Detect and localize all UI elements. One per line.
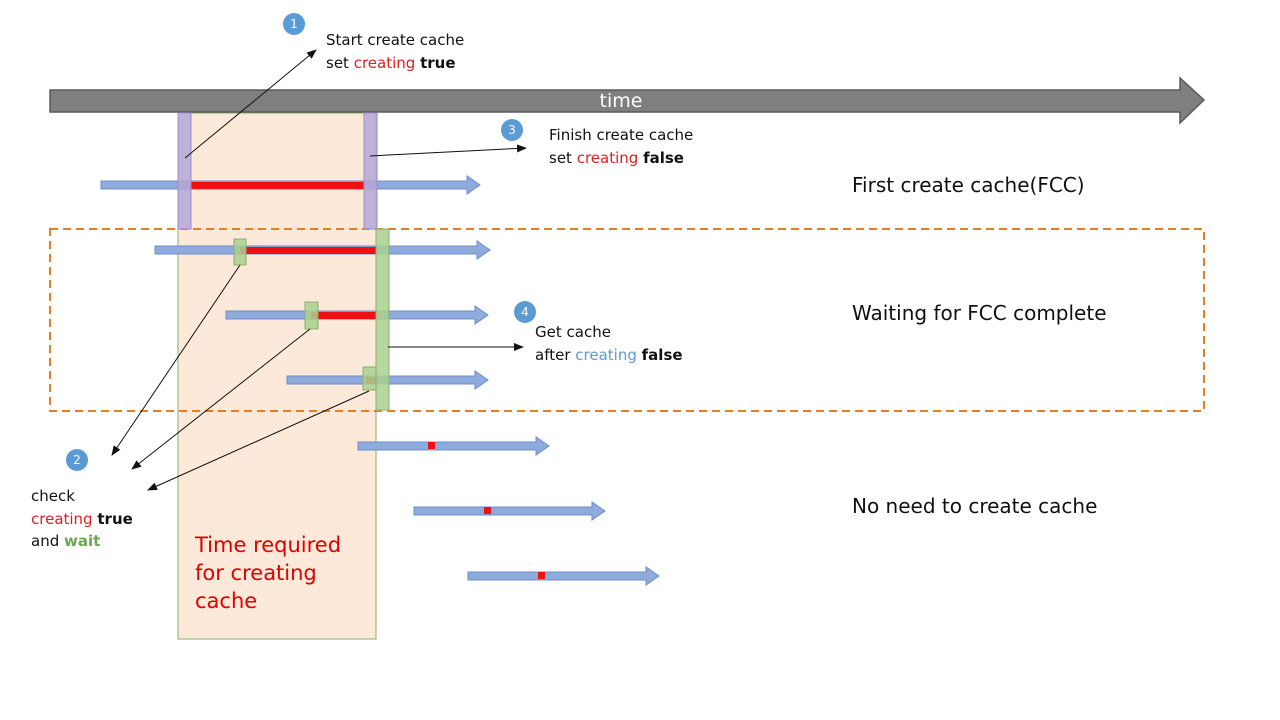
label-first-create-cache: First create cache(FCC) <box>852 173 1085 197</box>
svg-text:Get cache: Get cache <box>535 323 611 341</box>
svg-text:Start create cache: Start create cache <box>326 31 464 49</box>
svg-text:1: 1 <box>290 17 298 31</box>
waiting-segment <box>190 182 364 189</box>
track-arrow <box>357 436 550 456</box>
lock-end-marker <box>363 112 378 230</box>
request-tracks <box>100 112 660 586</box>
svg-text:cache: cache <box>195 589 257 613</box>
badge-2: 2 <box>66 449 88 471</box>
callout-check: check creating true and wait <box>31 487 133 550</box>
svg-text:2: 2 <box>73 453 81 467</box>
svg-text:check: check <box>31 487 75 505</box>
waiting-group-box <box>49 228 1205 412</box>
callout-get: Get cache after creating false <box>535 323 683 364</box>
check-marker <box>362 366 377 391</box>
waiting-segment <box>311 312 376 319</box>
pointer-check-2 <box>131 328 311 470</box>
svg-text:after creating fal: after creating false <box>535 346 683 364</box>
cache-hit-marker <box>484 507 491 514</box>
release-marker <box>375 228 390 411</box>
label-no-need-create: No need to create cache <box>852 494 1097 518</box>
svg-text:4: 4 <box>521 305 529 319</box>
track-arrow <box>467 566 660 586</box>
pointer-start <box>184 49 317 159</box>
timeline-arrow <box>49 76 1206 125</box>
waiting-segment <box>240 247 376 254</box>
svg-text:Finish create cache: Finish create cache <box>549 126 693 144</box>
badge-3: 3 <box>501 119 523 141</box>
svg-text:for creating: for creating <box>195 561 317 585</box>
region-label: Time required for creating cache <box>194 533 341 613</box>
svg-text:and wait: and wait <box>31 532 100 550</box>
cache-hit-marker <box>428 442 435 449</box>
lock-start-marker <box>177 112 192 230</box>
label-waiting-for-fcc: Waiting for FCC complete <box>852 301 1107 325</box>
check-marker <box>233 238 247 266</box>
svg-text:3: 3 <box>508 123 516 137</box>
pointer-check-1 <box>111 264 241 456</box>
pointer-finish <box>369 144 527 157</box>
track-arrow <box>413 501 606 521</box>
pointer-arrows <box>111 49 527 491</box>
badge-1: 1 <box>283 13 305 35</box>
svg-text:Time required: Time required <box>194 533 341 557</box>
badge-4: 4 <box>514 301 536 323</box>
svg-text:creating true: creating true <box>31 510 133 528</box>
timeline-label: time <box>600 90 643 112</box>
svg-text:set creating true: set creating true <box>326 54 456 72</box>
svg-text:set creating false: set creating false <box>549 149 684 167</box>
callout-finish: Finish create cache set creating false <box>549 126 693 167</box>
pointer-check-3 <box>147 390 370 491</box>
check-marker <box>304 301 319 330</box>
callout-start: Start create cache set creating true <box>326 31 464 72</box>
cache-hit-marker <box>538 572 545 579</box>
